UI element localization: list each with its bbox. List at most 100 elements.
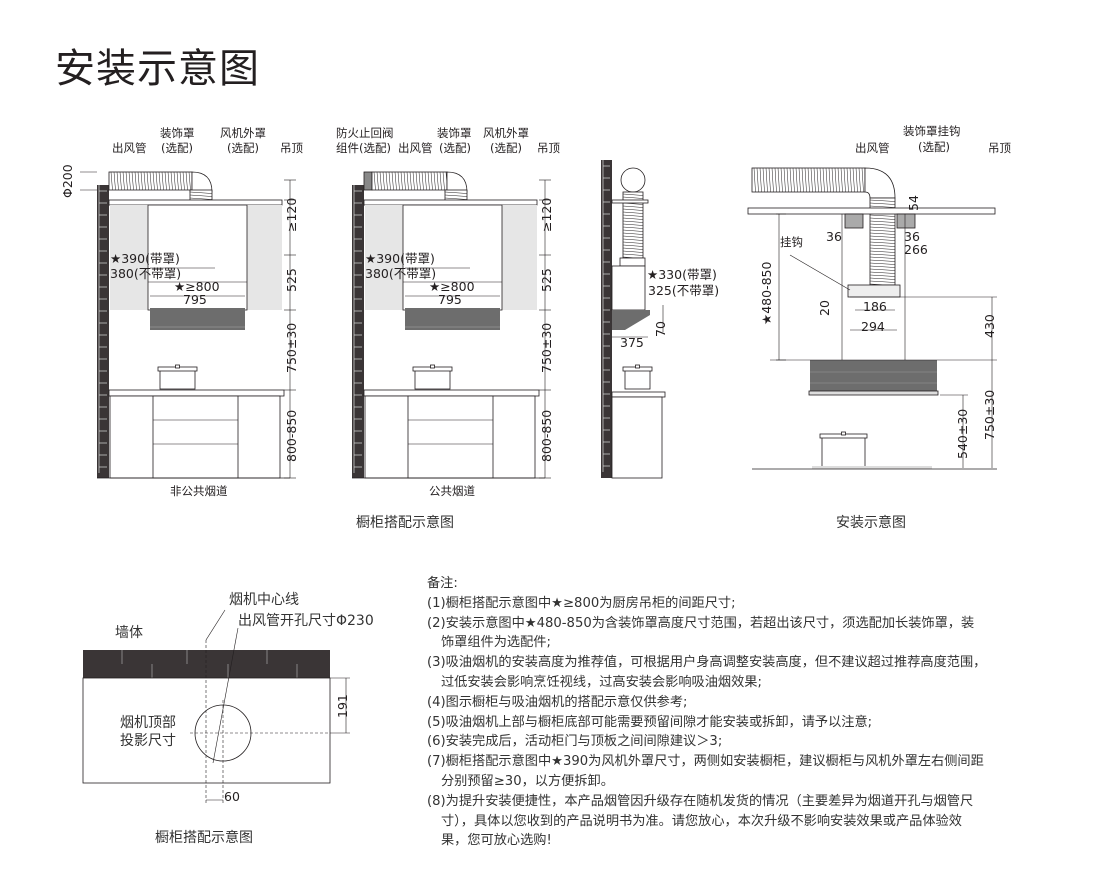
duct-rib <box>403 171 406 191</box>
duct-rib <box>622 217 644 220</box>
cabinet-top-outline <box>82 677 331 784</box>
duct-rib <box>622 193 644 196</box>
duct-rib <box>427 171 430 191</box>
pot-icon <box>414 368 451 390</box>
duct-rib <box>869 259 896 262</box>
duct-rib <box>762 167 765 193</box>
duct-rib <box>819 167 822 193</box>
label-hole: 出风管开孔尺寸Φ230 <box>238 613 374 629</box>
pot-icon <box>159 368 196 390</box>
hood-cover <box>147 204 248 311</box>
duct-rib <box>825 167 828 193</box>
wall-bricks <box>83 664 330 678</box>
dim-depth-without-cover: 325(不带罩) <box>648 283 719 298</box>
brick-wall <box>97 185 109 478</box>
countertop <box>108 389 285 397</box>
dim-gap-top: ≥120 <box>539 198 554 232</box>
duct-elbow <box>444 171 468 193</box>
duct-rib <box>189 191 213 194</box>
duct-rib <box>869 253 896 256</box>
duct-rib <box>828 167 831 193</box>
pot-knob <box>841 431 846 436</box>
duct-rib <box>837 167 840 193</box>
duct-rib <box>409 171 412 191</box>
duct-rib <box>869 238 896 241</box>
cabinet-diagram-left: 出风管 装饰罩 (选配) 风机外罩 (选配) 吊顶 Φ200 ≥120 ★390… <box>60 126 303 498</box>
duct-rib <box>622 220 644 223</box>
duct-rib <box>182 171 185 191</box>
duct-rib <box>161 171 164 191</box>
duct-rib <box>418 171 421 191</box>
duct-rib <box>622 226 644 229</box>
pot-knob <box>430 364 435 369</box>
label-valve-opt: 组件(选配) <box>336 141 391 155</box>
range-hood <box>150 308 245 330</box>
duct-rib <box>131 171 134 191</box>
dim-36-left: 36 <box>826 229 842 244</box>
duct-section <box>620 167 646 193</box>
duct-rib <box>134 171 137 191</box>
duct-rib <box>143 171 146 191</box>
range-hood-side <box>612 310 650 330</box>
note-line: (4)图示橱柜与吸油烟机的搭配示意仅供参考; <box>427 694 688 710</box>
duct-rib <box>869 232 896 235</box>
leader-line <box>212 627 239 764</box>
pot-icon <box>624 368 651 390</box>
duct-rib <box>388 171 391 191</box>
label-cover: 装饰罩 <box>160 126 195 140</box>
duct-rib <box>622 250 644 253</box>
ceiling <box>611 199 649 204</box>
note-line: (1)橱柜搭配示意图中★≥800为厨房吊柜的间距尺寸; <box>427 595 736 611</box>
duct-rib <box>397 171 400 191</box>
duct-rib <box>753 167 756 193</box>
dim-spacing: ★≥800 <box>429 279 475 294</box>
duct-rib <box>113 171 116 191</box>
label-valve: 防火止回阀 <box>336 126 394 140</box>
duct-rib <box>869 235 896 238</box>
dim-width: 795 <box>438 292 462 307</box>
duct-rib <box>155 171 158 191</box>
duct-rib <box>430 171 433 191</box>
label-duct: 出风管 <box>855 141 890 155</box>
duct-rib <box>424 171 427 191</box>
dim-depth-with-cover: ★330(带罩) <box>647 267 717 282</box>
duct-rib <box>756 167 759 193</box>
duct-rib <box>843 167 846 193</box>
duct-rib <box>185 171 188 191</box>
duct-rib <box>189 194 213 197</box>
countertop <box>363 389 540 397</box>
duct-rib <box>869 199 896 202</box>
top-view-diagram: 烟机中心线 出风管开孔尺寸Φ230 墙体 烟机顶部 投影尺寸 191 60 <box>115 592 374 804</box>
duct-rib <box>379 171 382 191</box>
duct-rib <box>798 167 801 193</box>
fan-cover-top <box>619 257 646 267</box>
duct-rib <box>858 167 861 193</box>
duct-rib <box>861 167 864 193</box>
duct-rib <box>780 167 783 193</box>
label-wall: 墙体 <box>115 625 143 641</box>
dim-750: 750±30 <box>539 323 554 373</box>
duct-rib <box>400 171 403 191</box>
duct-rib <box>795 167 798 193</box>
duct-rib <box>869 268 896 271</box>
dim-186: 186 <box>863 299 887 314</box>
leader-line <box>205 609 226 641</box>
duct-rib <box>834 167 837 193</box>
label-fan-cover-opt: (选配) <box>227 141 259 155</box>
duct-rib <box>768 167 771 193</box>
range-hood <box>810 360 937 395</box>
label-fan-cover-opt: (选配) <box>490 141 522 155</box>
dim-width-without-cover: 380(不带罩) <box>365 266 436 281</box>
duct-rib <box>119 171 122 191</box>
dim-20: 20 <box>817 300 832 316</box>
duct-rib <box>840 167 843 193</box>
duct-rib <box>852 167 855 193</box>
brick-wall <box>352 185 364 478</box>
notes-section: 备注: (1)橱柜搭配示意图中★≥800为厨房吊柜的间距尺寸;(2)安装示意图中… <box>427 574 1037 851</box>
dim-294: 294 <box>861 319 885 334</box>
label-cover-opt: (选配) <box>161 141 193 155</box>
note-line: (2)安装示意图中★480-850为含装饰罩高度尺寸范围，若超出该尺寸，须选配加… <box>427 615 975 631</box>
duct-rib <box>622 214 644 217</box>
duct-rib <box>869 214 896 217</box>
